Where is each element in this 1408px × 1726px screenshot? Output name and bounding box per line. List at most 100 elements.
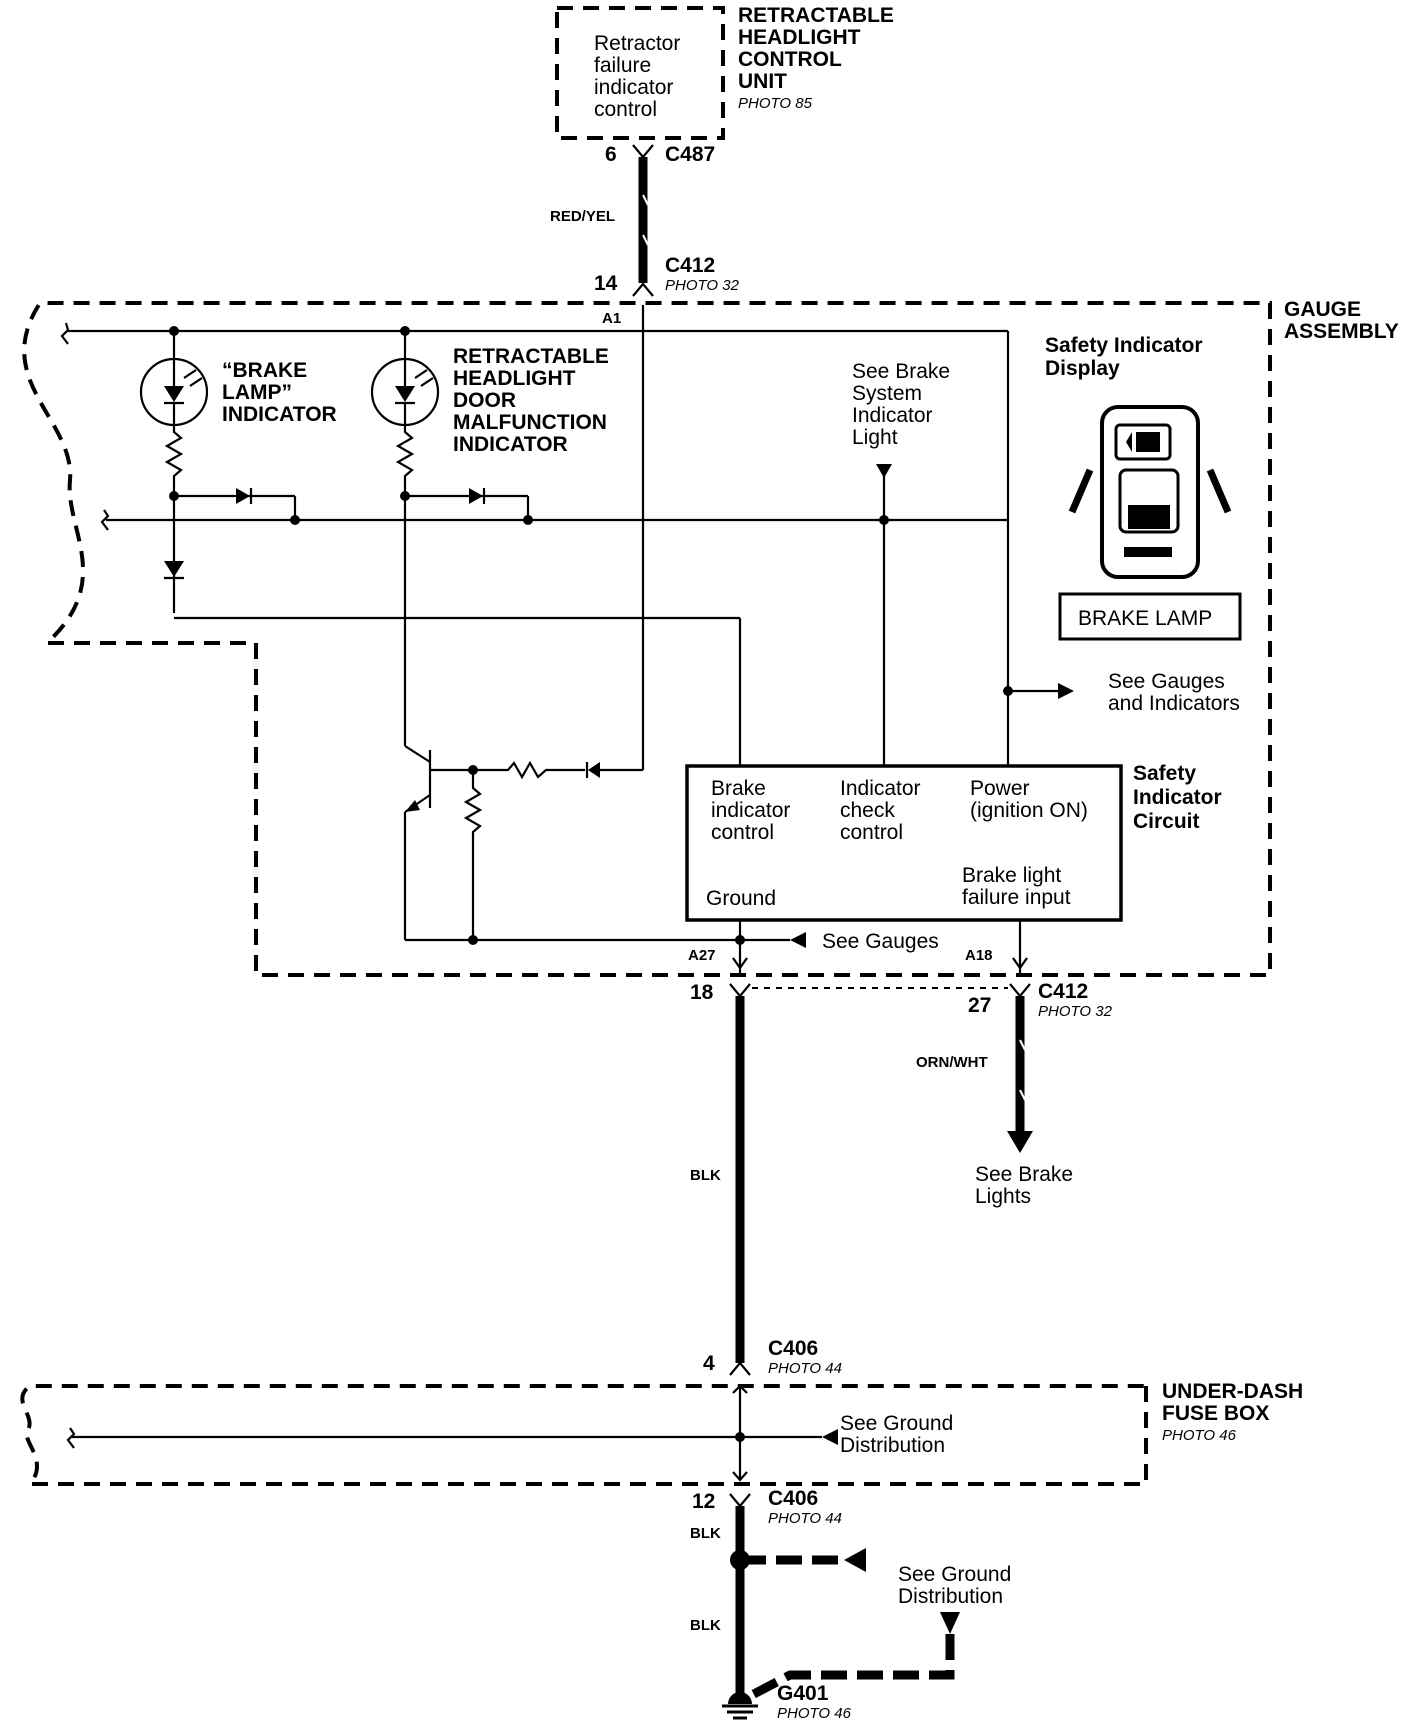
brake-lamp-label-line1: “BRAKE (222, 359, 307, 382)
wire-stripe (642, 194, 649, 206)
retract-label-line3: DOOR (453, 389, 516, 412)
cont-symbol-top (60, 322, 70, 345)
gauge-assembly-outline (22, 301, 1272, 977)
unit-title-line4: UNIT (738, 70, 787, 93)
fuse-see-ground-line2: Distribution (840, 1434, 945, 1457)
cont-symbol-mid (100, 509, 110, 531)
unit-function-line3: indicator (594, 76, 673, 99)
retract-label-line1: RETRACTABLE (453, 345, 609, 368)
c412-connector-27 (1009, 983, 1031, 998)
ground-symbol-icon (722, 1692, 758, 1720)
fuse-box-title-line2: FUSE BOX (1162, 1402, 1269, 1425)
resistor-icon (164, 425, 184, 496)
terminal-a18: A18 (965, 947, 993, 964)
see-gauges: See Gauges (822, 930, 939, 953)
transistor-collector (404, 745, 431, 763)
c412-pin-18: 18 (690, 981, 714, 1004)
c406-top-pin: 4 (703, 1352, 715, 1375)
circuit-brake-ctrl-line3: control (711, 821, 774, 844)
see-brake-lights-line2: Lights (975, 1185, 1031, 1208)
gauge-title-line2: ASSEMBLY (1284, 320, 1399, 343)
led-icon (164, 386, 184, 402)
diode-icon (236, 488, 250, 504)
diode-icon (469, 488, 483, 504)
junction (468, 935, 478, 945)
circuit-ground: Ground (706, 887, 776, 910)
circuit-power-line1: Power (970, 777, 1030, 800)
led-icon (395, 386, 415, 402)
see-gauges-ind-line1: See Gauges (1108, 670, 1225, 693)
safety-display-title-line2: Display (1045, 357, 1120, 380)
unit-title-line2: HEADLIGHT (738, 26, 861, 49)
brake-lamp-display-text: BRAKE LAMP (1078, 607, 1212, 630)
fuse-box-title-line1: UNDER-DASH (1162, 1380, 1303, 1403)
under-dash-fuse-box-outline (20, 1384, 1148, 1486)
gauge-title-line1: GAUGE (1284, 298, 1361, 321)
circuit-ind-check-line2: check (840, 799, 895, 822)
ground-label: G401 (777, 1682, 829, 1705)
arrow-down-icon (1007, 1131, 1033, 1153)
c406-bottom-label: C406 (768, 1487, 818, 1510)
resistor-icon (463, 770, 483, 940)
see-brake-system-line3: Indicator (852, 404, 933, 427)
unit-title-line1: RETRACTABLE (738, 4, 894, 27)
wire-stripe (1019, 1039, 1026, 1051)
ground-dist-branch-2 (749, 1634, 955, 1699)
transistor-arrow-icon (405, 800, 420, 812)
diode-icon (164, 561, 184, 577)
unit-function-line4: control (594, 98, 657, 121)
see-brake-lights-line1: See Brake (975, 1163, 1073, 1186)
unit-title-line3: CONTROL (738, 48, 842, 71)
arrow-left-icon (844, 1548, 866, 1572)
circuit-ind-check-line1: Indicator (840, 777, 921, 800)
unit-photo: PHOTO 85 (738, 95, 813, 112)
c406-bottom-pin: 12 (692, 1490, 715, 1513)
retract-label-line5: INDICATOR (453, 433, 568, 456)
c406-bottom-connector (729, 1493, 751, 1508)
retractable-headlight-control-unit-box (555, 6, 725, 140)
retract-label-line2: HEADLIGHT (453, 367, 576, 390)
arrow-right-icon (1058, 683, 1074, 699)
c412-top-photo: PHOTO 32 (665, 277, 740, 294)
terminal-a27: A27 (688, 947, 716, 964)
orn-wht-label: ORN/WHT (916, 1054, 988, 1071)
circuit-brake-ctrl-line1: Brake (711, 777, 766, 800)
terminal-arrow (1012, 957, 1028, 970)
circuit-title-line2: Indicator (1133, 786, 1222, 809)
retract-label-line4: MALFUNCTION (453, 411, 607, 434)
terminal-arrow (732, 957, 748, 970)
safety-indicator-display-icon (1068, 405, 1232, 579)
wire-stripe (1019, 1089, 1026, 1101)
junction (735, 1432, 745, 1442)
see-brake-system-line4: Light (852, 426, 898, 449)
cont-symbol-fuse (66, 1427, 76, 1449)
fuse-box-photo: PHOTO 46 (1162, 1427, 1237, 1444)
see-ground-2-line2: Distribution (898, 1585, 1003, 1608)
see-brake-system-line1: See Brake (852, 360, 950, 383)
safety-display-title-line1: Safety Indicator (1045, 334, 1203, 357)
circuit-brake-ctrl-line2: indicator (711, 799, 790, 822)
light-rays-icon (183, 369, 203, 387)
circuit-power-line2: (ignition ON) (970, 799, 1088, 822)
light-rays-icon (414, 369, 434, 387)
unit-function-line1: Retractor (594, 32, 680, 55)
c412-top-connector (632, 282, 654, 297)
terminal-a1: A1 (602, 310, 621, 327)
brake-lamp-display-box (1058, 592, 1242, 641)
terminal-arrow (732, 1471, 748, 1482)
circuit-title-line3: Circuit (1133, 810, 1200, 833)
see-ground-2-line1: See Ground (898, 1563, 1011, 1586)
c412-pin-27: 27 (968, 994, 991, 1017)
safety-indicator-circuit-box (685, 764, 1123, 922)
circuit-brake-light-line2: failure input (962, 886, 1071, 909)
arrow-up-icon (876, 464, 892, 478)
c412-bottom-photo: PHOTO 32 (1038, 1003, 1113, 1020)
ground-photo: PHOTO 46 (777, 1705, 852, 1722)
c487-label: C487 (665, 143, 715, 166)
arrow-left-icon (790, 932, 806, 948)
see-brake-system-line2: System (852, 382, 922, 405)
diode-icon (588, 762, 600, 778)
c412-connector-18 (729, 983, 751, 998)
brake-lamp-label-line3: INDICATOR (222, 403, 337, 426)
